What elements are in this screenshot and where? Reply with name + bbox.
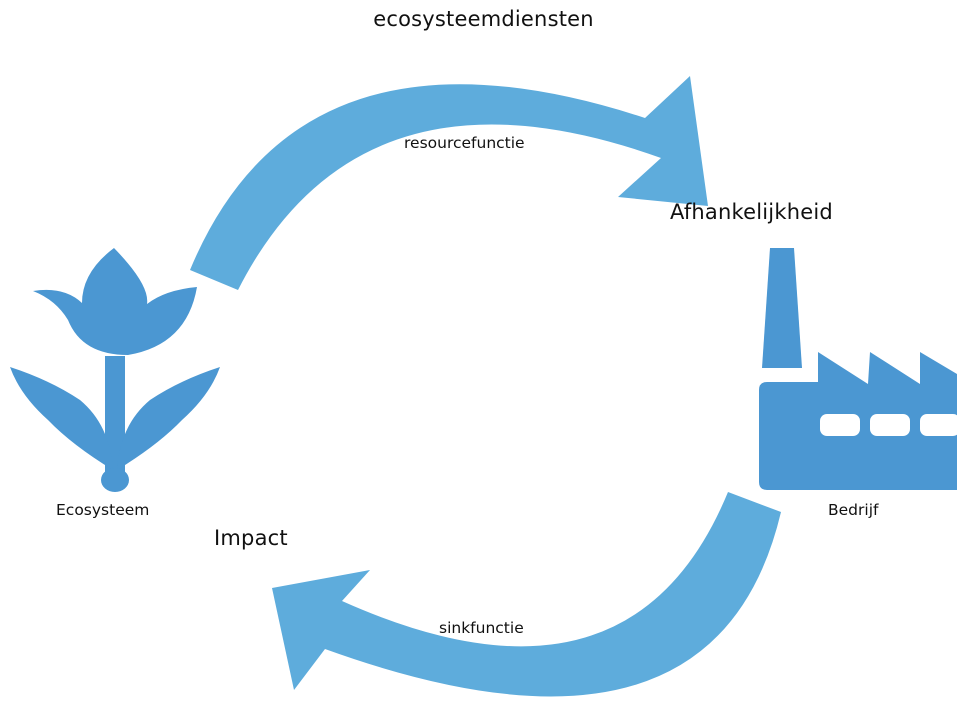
sink-function-label: sinkfunctie (439, 619, 524, 637)
top-arrow (190, 76, 708, 290)
bottom-arrow (272, 492, 781, 697)
dependency-label: Afhankelijkheid (670, 200, 833, 224)
resource-function-label: resourcefunctie (404, 134, 525, 152)
tulip-icon (10, 248, 220, 492)
impact-label: Impact (214, 526, 288, 550)
company-label: Bedrijf (828, 501, 879, 519)
factory-icon (759, 248, 957, 490)
ecosystem-label: Ecosysteem (56, 501, 150, 519)
diagram-title: ecosysteemdiensten (373, 7, 594, 31)
